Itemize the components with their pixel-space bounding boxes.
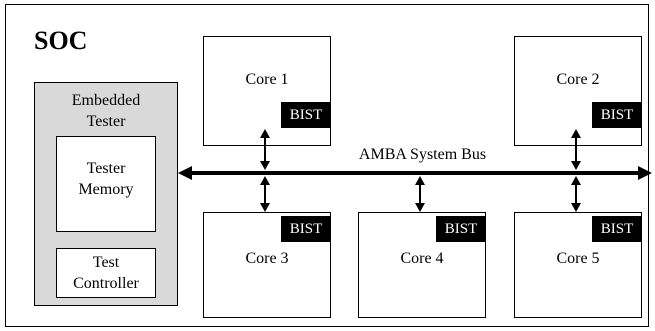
core-5-label: Core 5 <box>556 250 600 267</box>
core-3-label: Core 3 <box>245 250 289 267</box>
core-1-label: Core 1 <box>245 71 289 88</box>
core-3-connector <box>260 176 270 212</box>
core-5-connector <box>571 176 581 212</box>
core-3-connector-arrow-down <box>260 203 270 212</box>
core-2-bist-badge: BIST <box>592 102 642 128</box>
core-1-connector-arrow-up <box>260 129 270 138</box>
amba-bus-left-arrowhead <box>178 166 192 180</box>
test-controller-line1: Test <box>92 254 120 271</box>
amba-system-bus <box>178 166 652 180</box>
core-5-connector-arrow-down <box>571 203 581 212</box>
tester-memory-line1: Tester <box>86 160 126 177</box>
tester-memory-label: Tester Memory <box>56 158 156 200</box>
core-1-bist-badge: BIST <box>281 102 331 128</box>
core-2-connector-arrow-up <box>571 129 581 138</box>
core-2-connector-arrow-down <box>571 161 581 170</box>
test-controller-box <box>56 248 156 298</box>
core-1-connector <box>260 129 270 170</box>
core-3-connector-arrow-up <box>260 176 270 185</box>
core-3-bist-badge: BIST <box>281 216 331 242</box>
embedded-tester-title-line2: Tester <box>86 113 126 130</box>
core-1-connector-arrow-down <box>260 161 270 170</box>
soc-title: SOC <box>34 26 88 55</box>
embedded-tester-title: Embedded Tester <box>34 90 178 132</box>
core-4-connector-arrow-down <box>415 203 425 212</box>
core-5-connector-arrow-up <box>571 176 581 185</box>
amba-bus-label: AMBA System Bus <box>358 146 487 163</box>
core-5-bist-badge: BIST <box>592 216 642 242</box>
tester-memory-line2: Memory <box>78 181 134 198</box>
test-controller-line2: Controller <box>73 275 139 292</box>
core-2-label: Core 2 <box>556 71 600 88</box>
test-controller-label: Test Controller <box>56 252 156 294</box>
core-4-label: Core 4 <box>400 250 444 267</box>
amba-bus-right-arrowhead <box>638 166 652 180</box>
core-4-connector <box>415 176 425 212</box>
core-4-connector-arrow-up <box>415 176 425 185</box>
embedded-tester-title-line1: Embedded <box>71 92 141 109</box>
core-4-bist-badge: BIST <box>436 216 486 242</box>
tester-memory-box <box>56 136 156 232</box>
core-2-connector <box>571 129 581 170</box>
